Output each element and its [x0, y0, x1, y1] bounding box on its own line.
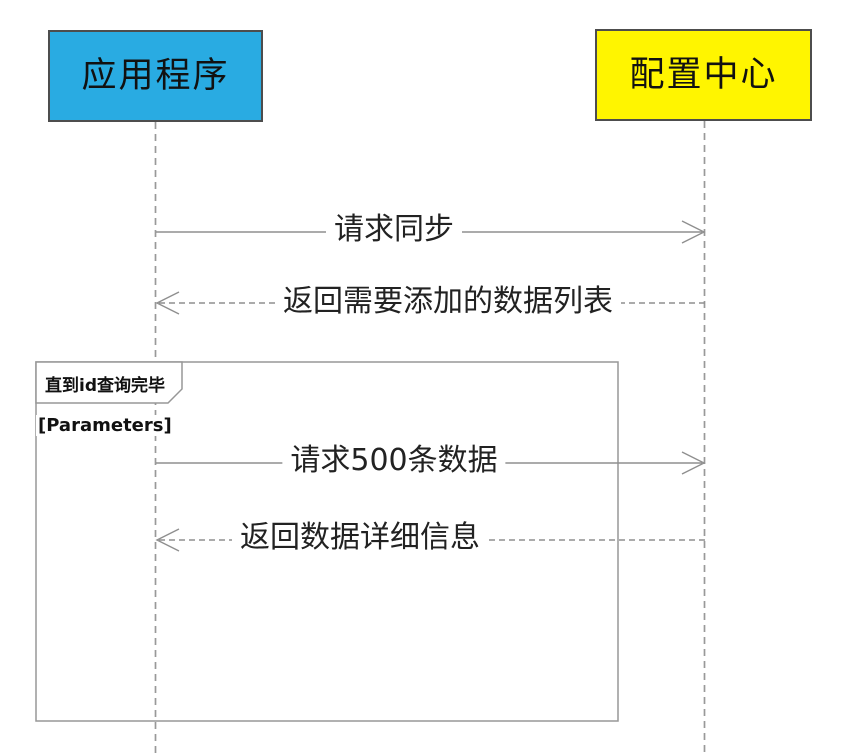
participant-label-config-center: 配置中心 — [629, 54, 778, 95]
message-label-return-details: 返回数据详细信息 — [232, 520, 488, 556]
participant-label-application: 应用程序 — [81, 55, 230, 96]
participant-box-config-center: 配置中心 — [595, 29, 812, 121]
fragment-frame — [35, 361, 619, 722]
fragment-title: 直到id查询完毕 — [45, 376, 165, 396]
participant-box-application: 应用程序 — [48, 30, 263, 122]
fragment-guard: [Parameters] — [36, 415, 174, 436]
arrowhead-right-icon — [681, 220, 706, 244]
arrowhead-right-icon — [681, 451, 706, 475]
arrowhead-left-icon — [155, 528, 180, 552]
message-label-return-list: 返回需要添加的数据列表 — [275, 284, 621, 320]
message-label-request-500: 请求500条数据 — [282, 443, 506, 479]
message-label-request-sync: 请求同步 — [326, 212, 462, 248]
fragment-label-pentagon — [35, 361, 183, 404]
arrowhead-left-icon — [155, 291, 180, 315]
